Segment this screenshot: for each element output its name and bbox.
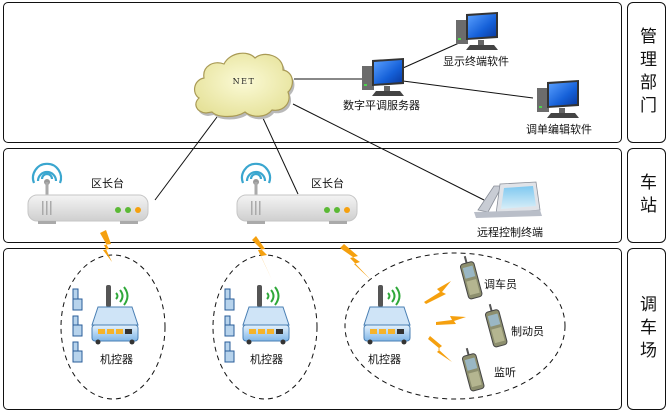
district-console-label: 区长台	[91, 177, 124, 190]
handset-small-icon	[224, 341, 235, 363]
wireless-links	[100, 230, 466, 362]
server-label: 数字平调服务器	[343, 99, 420, 112]
coverage-area-3	[344, 252, 566, 400]
server-computer-icon[interactable]	[362, 58, 404, 96]
coverage-ellipses	[60, 252, 566, 400]
handset-label: 监听	[494, 366, 516, 379]
lightning-icon	[252, 236, 272, 280]
handset-column	[72, 288, 235, 363]
handset-small-icon	[224, 288, 235, 311]
controller-label: 机控器	[100, 353, 133, 366]
walkie-talkie-icon[interactable]	[483, 302, 508, 348]
net-label: NET	[233, 77, 256, 86]
tier-label-yard: 调车场	[627, 248, 666, 410]
controller-label: 机控器	[368, 353, 401, 366]
coverage-area-2	[212, 254, 318, 400]
coverage-area-1	[60, 254, 166, 400]
tier-label-management: 管理部门	[627, 2, 666, 143]
handset-small-icon	[72, 315, 83, 337]
link-net-remote	[292, 103, 485, 201]
link-server-editor	[402, 80, 534, 99]
management-panel	[3, 2, 622, 143]
handset-label: 调车员	[484, 278, 517, 291]
district-console-label: 区长台	[311, 177, 344, 190]
handset-small-icon	[224, 315, 235, 337]
walkie-talkie-icon[interactable]	[458, 254, 483, 300]
connection-lines	[154, 42, 534, 201]
district-console-icon[interactable]	[236, 162, 358, 224]
tier-label-text: 调车场	[636, 294, 656, 364]
lightning-icon	[340, 244, 371, 280]
walkie-talkie-icon[interactable]	[460, 346, 485, 392]
handset-small-icon	[72, 341, 83, 363]
order-editor-computer-icon[interactable]	[537, 80, 579, 118]
link-net-console2	[261, 115, 299, 195]
controller-router-icon[interactable]	[363, 285, 411, 345]
lightning-icon	[436, 316, 466, 325]
remote-terminal-label: 远程控制终端	[477, 226, 543, 239]
tier-label-station: 车站	[627, 148, 666, 243]
lightning-icon	[424, 281, 451, 304]
link-server-display	[402, 42, 460, 69]
controller-router-icon[interactable]	[91, 285, 139, 345]
handset-label: 制动员	[511, 325, 544, 338]
order-editor-label: 调单编辑软件	[526, 123, 592, 136]
tier-label-text: 车站	[636, 172, 656, 219]
lightning-icon	[428, 336, 452, 362]
display-terminal-label: 显示终端软件	[443, 55, 509, 68]
display-terminal-computer-icon[interactable]	[456, 12, 498, 50]
district-console-icon[interactable]	[27, 162, 149, 224]
tier-label-text: 管理部门	[636, 26, 656, 119]
controller-router-icon[interactable]	[242, 285, 290, 345]
lightning-icon	[100, 230, 112, 262]
remote-terminal-phone-icon[interactable]	[474, 181, 542, 218]
controller-label: 机控器	[250, 353, 283, 366]
link-net-console1	[154, 116, 218, 201]
net-cloud-icon[interactable]	[194, 52, 295, 120]
handset-small-icon	[72, 288, 83, 311]
